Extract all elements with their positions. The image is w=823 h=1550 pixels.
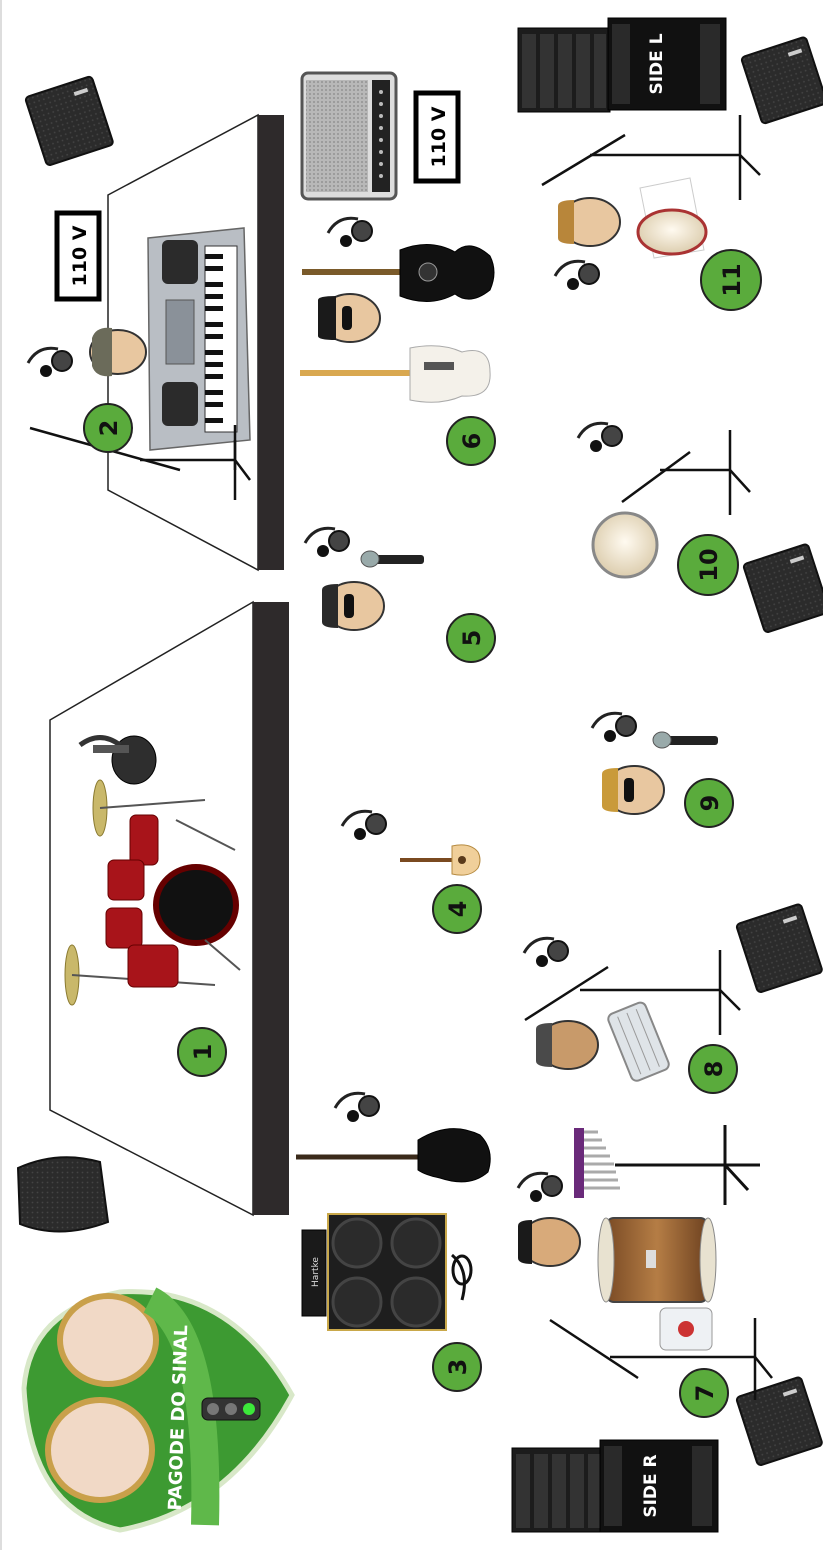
position-badge: 7 xyxy=(680,1369,728,1417)
monitor-wedge-icon xyxy=(736,1377,823,1466)
position-number: 10 xyxy=(695,548,723,581)
side-fill-right-label: SIDE R xyxy=(641,1454,661,1517)
musician-face-vocal xyxy=(322,582,384,630)
position-badge: 9 xyxy=(685,779,733,827)
position-number: 2 xyxy=(95,420,123,437)
side-fill-right: SIDE R xyxy=(512,1440,718,1532)
monitor-wedge-icon xyxy=(736,904,823,993)
handheld-mic-icon xyxy=(361,551,424,567)
drum-sub-speaker-icon xyxy=(18,1157,108,1231)
position-badge: 2 xyxy=(84,404,132,452)
in-ear-monitor-icon xyxy=(518,1173,562,1202)
rebolo-drum-icon xyxy=(638,178,706,258)
position-number: 9 xyxy=(696,795,724,812)
keyboard-icon xyxy=(148,228,250,450)
handheld-mic-icon xyxy=(653,732,718,748)
in-ear-monitor-icon xyxy=(305,528,349,557)
power-label-guitar: 110 V xyxy=(416,93,458,181)
band-logo: PAGODE DO SINAL xyxy=(24,1292,292,1530)
in-ear-monitor-icon xyxy=(524,938,568,967)
in-ear-monitor-icon xyxy=(578,423,622,452)
position-number: 6 xyxy=(458,433,486,450)
guitar-amp-icon xyxy=(302,73,396,199)
position-number: 11 xyxy=(718,263,746,296)
position-badge: 3 xyxy=(433,1343,481,1391)
position-badge: 10 xyxy=(678,535,738,595)
in-ear-monitor-icon xyxy=(28,348,72,377)
position-number: 4 xyxy=(444,901,472,918)
ganza-shaker-icon xyxy=(606,1001,670,1083)
wind-chimes-icon xyxy=(574,1128,620,1198)
position-badge: 1 xyxy=(178,1028,226,1076)
position-number: 5 xyxy=(458,630,486,647)
mic-stand-icon xyxy=(615,1125,760,1205)
musician-face-guitar xyxy=(318,294,380,342)
position-badge: 8 xyxy=(689,1045,737,1093)
in-ear-monitor-icon xyxy=(335,1093,379,1122)
bass-guitar-icon xyxy=(296,1129,490,1182)
position-number: 7 xyxy=(691,1385,719,1402)
surdo-drum-icon xyxy=(598,1218,716,1302)
position-badge: 6 xyxy=(447,417,495,465)
bass-amp-icon: Hartke xyxy=(302,1214,471,1330)
position-badge: 4 xyxy=(433,885,481,933)
repique-drum-icon xyxy=(660,1308,712,1350)
electric-guitar-icon xyxy=(300,346,490,403)
musician-face-percussion-8 xyxy=(536,1021,598,1069)
mic-stand-icon xyxy=(622,430,750,515)
side-fill-left-label: SIDE L xyxy=(647,33,667,94)
power-label-guitar-text: 110 V xyxy=(428,106,450,167)
power-label-keys-text: 110 V xyxy=(69,225,91,286)
in-ear-monitor-icon xyxy=(342,811,386,840)
monitor-wedge-icon xyxy=(25,76,114,166)
monitor-wedge-icon xyxy=(743,544,823,633)
in-ear-monitor-icon xyxy=(555,261,599,290)
pandeiro-icon xyxy=(593,513,657,577)
position-number: 8 xyxy=(700,1061,728,1078)
acoustic-guitar-icon xyxy=(302,244,494,301)
position-badge: 11 xyxy=(701,250,761,310)
musician-face-percussion-7 xyxy=(518,1218,580,1266)
in-ear-monitor-icon xyxy=(592,713,636,742)
monitor-wedge-icon xyxy=(741,37,823,125)
musician-face-percussion-11 xyxy=(558,198,620,246)
in-ear-monitor-icon xyxy=(328,218,372,247)
cavaquinho-icon xyxy=(400,845,480,875)
musician-face-vocal-9 xyxy=(602,766,664,814)
bass-amp-brand: Hartke xyxy=(311,1257,321,1287)
position-number: 1 xyxy=(189,1044,217,1061)
power-label-keys: 110 V xyxy=(57,213,99,299)
side-fill-left: SIDE L xyxy=(518,18,726,112)
position-number: 3 xyxy=(444,1359,472,1376)
position-badge: 5 xyxy=(447,614,495,662)
